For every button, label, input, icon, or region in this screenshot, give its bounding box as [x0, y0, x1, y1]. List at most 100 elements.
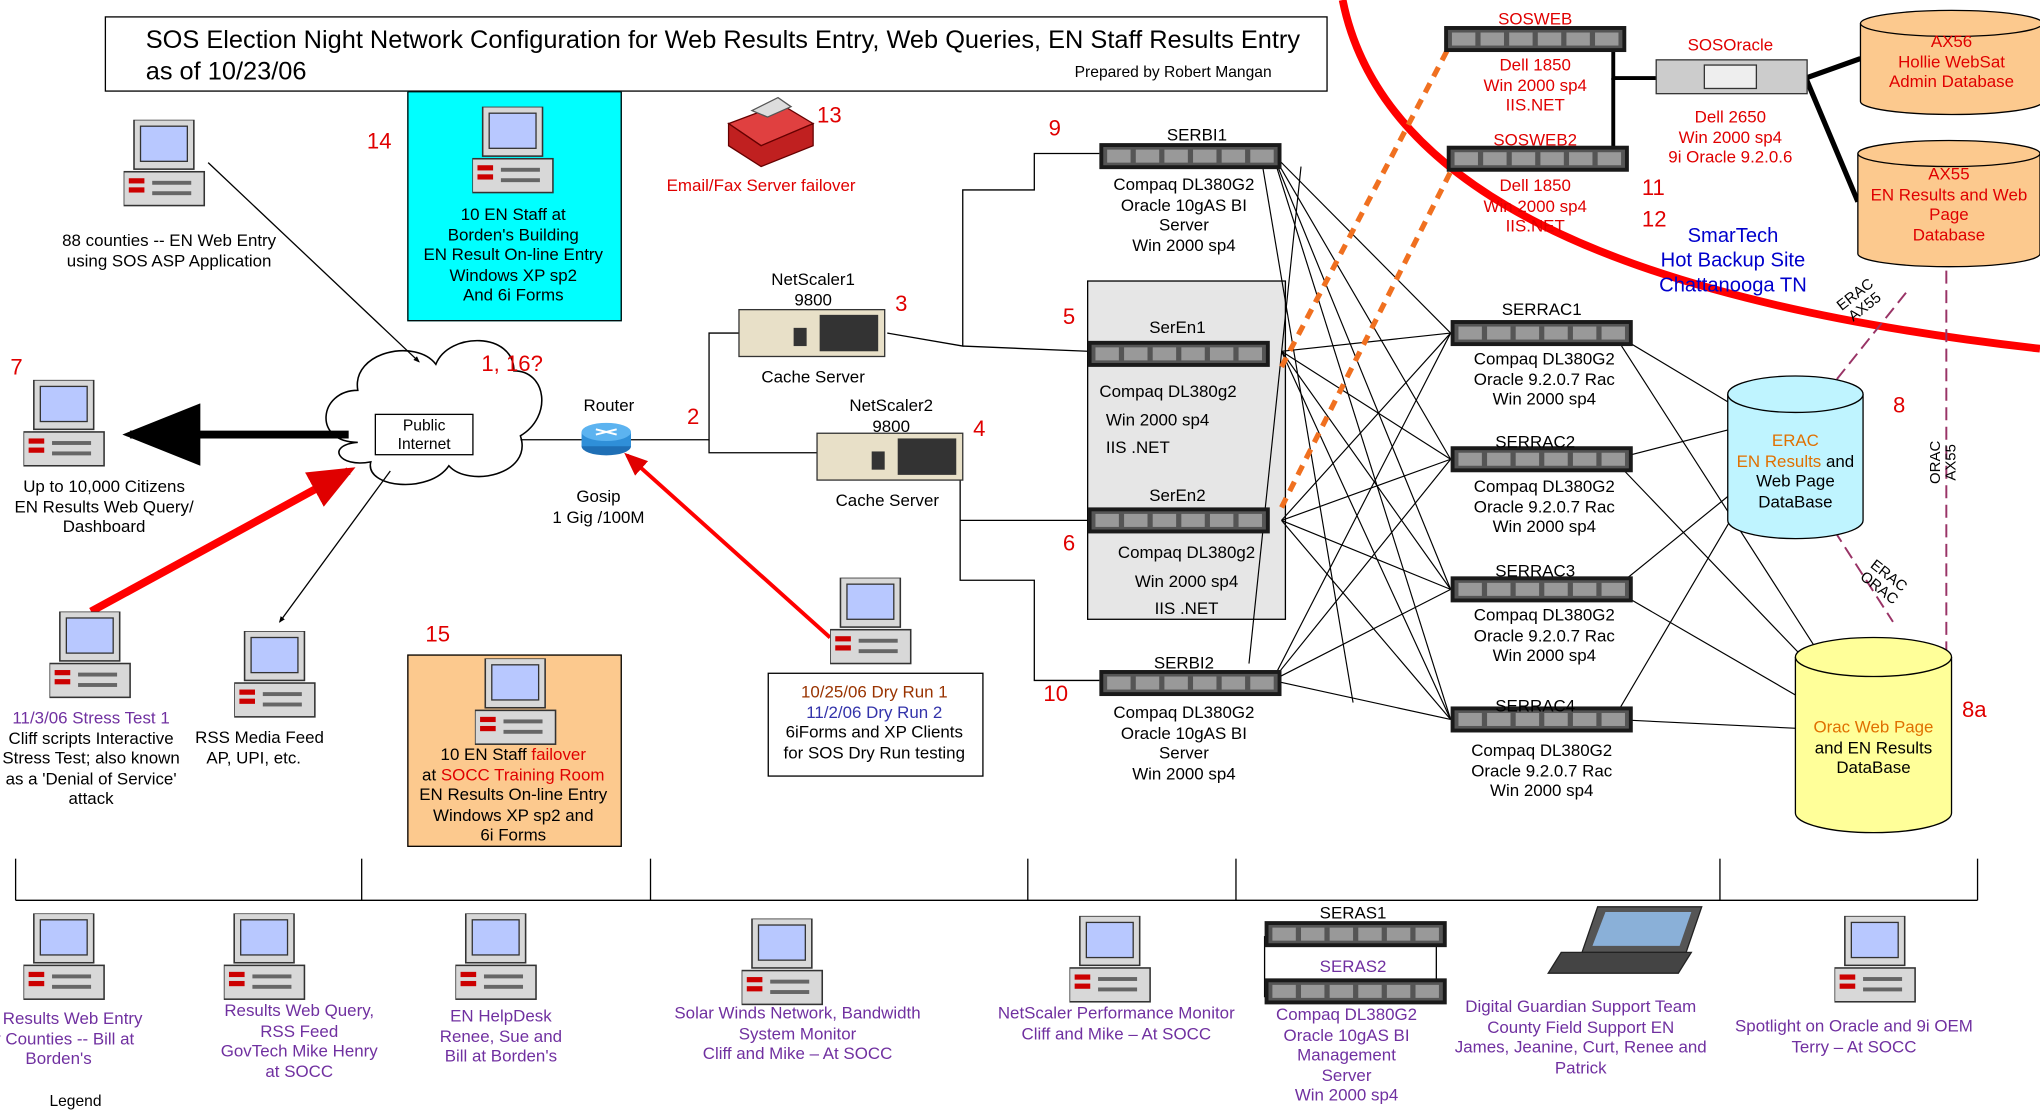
pc-icon-borden [472, 106, 554, 194]
arrow-dryrun-router [624, 452, 832, 639]
sosweb-rack [1444, 26, 1627, 53]
router-label: Router [583, 395, 635, 416]
pc-icon-rss [234, 630, 316, 718]
pc-icon-netscaler-monitor [1069, 915, 1151, 1003]
router-device [581, 422, 631, 456]
pc-icon-spotlight [1834, 915, 1916, 1003]
serrac3-name: SERRAC3 [1495, 560, 1576, 581]
web-entry-label: EN Results Web Entryby Counties -- Bill … [0, 1008, 143, 1069]
seren1-name: SerEn1 [1149, 317, 1206, 337]
link-seren2-sosweb2 [1279, 157, 1460, 509]
step-number: 1, 16? [481, 351, 543, 376]
laptop-device [1547, 906, 1703, 974]
smartech-boundary-arc [1338, 0, 2040, 353]
step-number: 11 [1641, 175, 1665, 201]
seren1-rack [1087, 340, 1270, 367]
pc-icon-stress-test [49, 611, 131, 699]
seren2-name: SerEn2 [1149, 485, 1206, 505]
step-number: 5 [1062, 304, 1076, 330]
step-number: 2 [686, 404, 700, 430]
step-number: 10 [1043, 681, 1069, 707]
cache-server1-label: Cache Server [761, 366, 865, 387]
pc-icon-socc [474, 658, 557, 745]
link-seren1-sosweb [1279, 35, 1457, 369]
pc-icon-solarwinds [741, 918, 824, 1006]
sosweb2-name: SOSWEB2 [1493, 130, 1578, 150]
dry-run-label: 10/25/06 Dry Run 1 11/2/06 Dry Run 2 6iF… [783, 681, 965, 762]
email-fax-label: Email/Fax Server failover [666, 175, 856, 196]
pc-icon-counties [123, 119, 206, 207]
serrac2-name: SERRAC2 [1495, 431, 1576, 452]
legend-label: Legend [49, 1091, 102, 1110]
fax-machine [727, 96, 815, 168]
pc-icon-web-query [223, 913, 306, 1000]
serbi1-rack [1099, 143, 1282, 170]
serbi2-name: SERBI2 [1153, 653, 1215, 673]
serbi1-name: SERBI1 [1166, 124, 1228, 145]
serrac1-name: SERRAC1 [1501, 299, 1582, 319]
step-number: 7 [10, 355, 23, 380]
seras2-rack [1264, 978, 1447, 1005]
dry-run-box [767, 672, 984, 777]
stress-test-label: 11/3/06 Stress Test 1 Cliff scripts Inte… [2, 707, 180, 808]
borden-staff-box [407, 91, 622, 322]
page-title: SOS Election Night Network Configuration… [145, 26, 1301, 86]
step-number: 12 [1641, 206, 1667, 232]
seras2-name: SERAS2 [1319, 956, 1387, 976]
pc-icon-citizens [23, 379, 105, 467]
arrow-stress-internet [89, 467, 356, 615]
step-number: 9 [1048, 115, 1061, 141]
step-number: 15 [425, 621, 451, 647]
step-number: 8 [1892, 392, 1906, 418]
pc-icon-helpdesk [455, 913, 537, 1000]
step-number: 6 [1062, 530, 1076, 556]
seren2-rack [1087, 507, 1270, 534]
sosweb-name: SOSWEB [1498, 9, 1573, 29]
sosoracle-name: SOSOracle [1687, 35, 1774, 55]
serrac1-rack [1450, 320, 1633, 347]
netscaler1-device [738, 308, 886, 358]
prepared-by: Prepared by Robert Mangan [1074, 62, 1272, 81]
step-number: 8a [1961, 697, 1987, 723]
step-number: 14 [366, 128, 392, 154]
step-number: 3 [895, 291, 908, 317]
arrow-counties-internet [207, 162, 420, 363]
step-number: 13 [817, 102, 842, 128]
netscaler2-device [816, 432, 964, 481]
serrac4-name: SERRAC4 [1495, 696, 1576, 716]
arrow-internet-rss [278, 470, 391, 623]
title-box [104, 16, 1328, 92]
pc-icon-dry-run [830, 577, 912, 665]
